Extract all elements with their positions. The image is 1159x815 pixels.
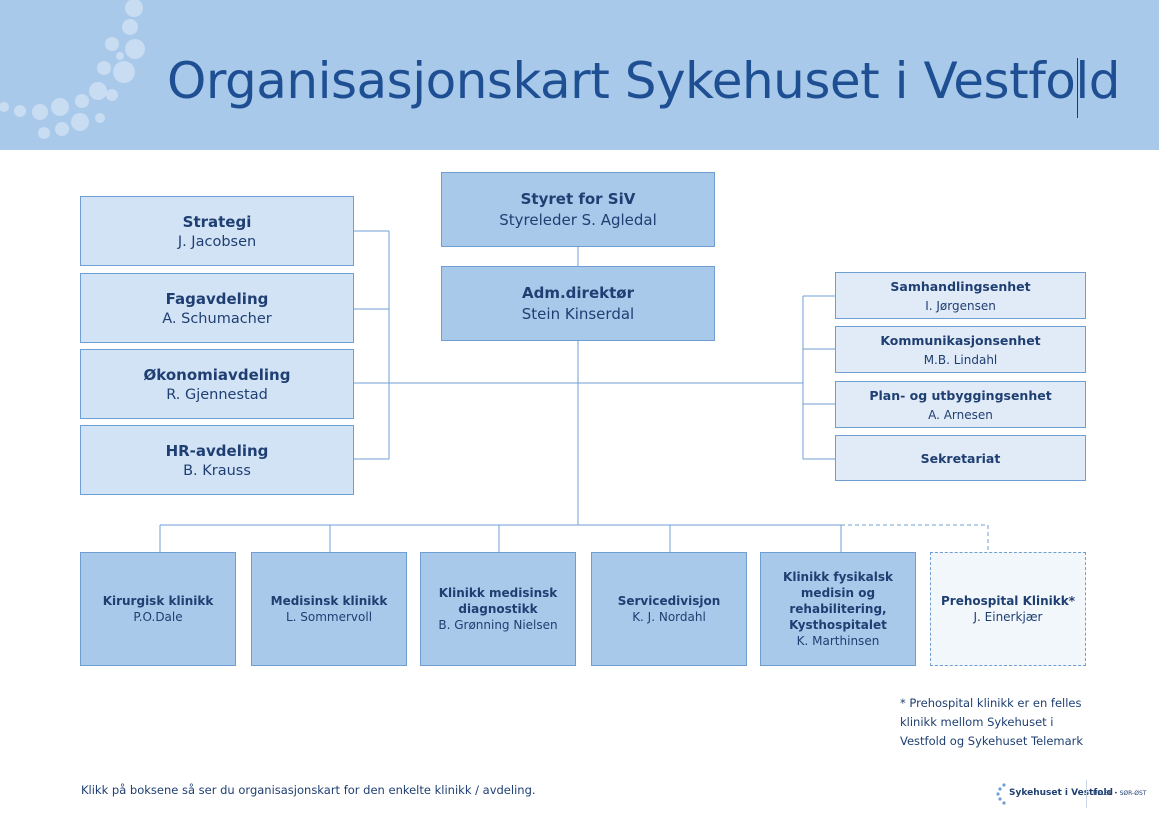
- logo-text: Sykehuset i Vestfold: [1009, 788, 1113, 798]
- staff-box-fagavdeling[interactable]: Fagavdeling A. Schumacher: [80, 273, 354, 343]
- logo: Sykehuset i Vestfold HELSE • SØR-ØST: [995, 780, 1147, 808]
- clinic-title: Medisinsk klinikk: [270, 594, 388, 608]
- board-title: Styret for SiV: [520, 190, 636, 208]
- director-box[interactable]: Adm.direktør Stein Kinserdal: [441, 266, 715, 341]
- staff-name: I. Jørgensen: [925, 298, 996, 313]
- clinic-title: Klinikk fysikalsk medisin og rehabiliter…: [783, 570, 893, 632]
- footnote: * Prehospital klinikk er en felles klini…: [900, 696, 1084, 748]
- staff-name: J. Jacobsen: [177, 233, 257, 250]
- staff-box-okonomiavdeling[interactable]: Økonomiavdeling R. Gjennestad: [80, 349, 354, 419]
- staff-name: M.B. Lindahl: [923, 352, 998, 367]
- clinic-box-prehospital[interactable]: Prehospital Klinikk* J. Einerkjær: [930, 552, 1086, 666]
- staff-title: HR-avdeling: [165, 441, 269, 460]
- staff-title: Samhandlingsenhet: [890, 278, 1031, 294]
- page-title: Organisasjonskart Sykehuset i Vestfold: [167, 52, 1121, 110]
- clinic-title: Servicedivisjon: [617, 594, 721, 608]
- staff-box-kommunikasjonsenhet[interactable]: Kommunikasjonsenhet M.B. Lindahl: [835, 326, 1086, 373]
- staff-title: Fagavdeling: [165, 289, 269, 308]
- staff-box-plan-og-utbyggingsenhet[interactable]: Plan- og utbyggingsenhet A. Arnesen: [835, 381, 1086, 428]
- clinic-leader: B. Grønning Nielsen: [438, 618, 558, 632]
- decorative-dots-icon: [0, 0, 145, 139]
- board-box[interactable]: Styret for SiV Styreleder S. Agledal: [441, 172, 715, 247]
- director-title: Adm.direktør: [522, 284, 634, 302]
- clinic-leader: K. J. Nordahl: [632, 610, 706, 624]
- clinic-box-medisinsk[interactable]: Medisinsk klinikk L. Sommervoll: [251, 552, 407, 666]
- staff-title: Plan- og utbyggingsenhet: [869, 387, 1052, 403]
- staff-title: Sekretariat: [920, 450, 1001, 466]
- text-cursor: [1077, 58, 1078, 118]
- staff-box-hr-avdeling[interactable]: HR-avdeling B. Krauss: [80, 425, 354, 495]
- staff-title: Kommunikasjonsenhet: [880, 332, 1041, 348]
- clinic-title: Prehospital Klinikk*: [940, 594, 1076, 608]
- logo-region: HELSE • SØR-ØST: [1093, 790, 1147, 797]
- staff-name: B. Krauss: [183, 462, 251, 479]
- director-name: Stein Kinserdal: [521, 305, 635, 323]
- clinic-box-kirurgisk[interactable]: Kirurgisk klinikk P.O.Dale: [80, 552, 236, 666]
- staff-name: A. Schumacher: [162, 310, 272, 327]
- clinic-box-medisinsk-diagnostikk[interactable]: Klinikk medisinsk diagnostikk B. Grønnin…: [420, 552, 576, 666]
- staff-title: Økonomiavdeling: [143, 365, 291, 384]
- footer-instruction: Klikk på boksene så ser du organisasjons…: [81, 783, 536, 797]
- clinic-box-servicedivisjon[interactable]: Servicedivisjon K. J. Nordahl: [591, 552, 747, 666]
- logo-dots-icon: [996, 783, 1006, 805]
- clinic-title: Kirurgisk klinikk: [102, 594, 214, 608]
- clinic-leader: K. Marthinsen: [796, 634, 880, 648]
- header-banner: Organisasjonskart Sykehuset i Vestfold: [0, 0, 1159, 150]
- staff-title: Strategi: [182, 212, 252, 231]
- clinic-leader: P.O.Dale: [133, 610, 183, 624]
- clinic-leader: J. Einerkjær: [973, 610, 1043, 624]
- staff-name: A. Arnesen: [928, 407, 993, 422]
- clinic-leader: L. Sommervoll: [285, 610, 373, 624]
- staff-name: R. Gjennestad: [166, 386, 268, 403]
- staff-box-samhandlingsenhet[interactable]: Samhandlingsenhet I. Jørgensen: [835, 272, 1086, 319]
- clinic-box-fysikalsk-medisin[interactable]: Klinikk fysikalsk medisin og rehabiliter…: [760, 552, 916, 666]
- staff-box-sekretariat[interactable]: Sekretariat: [835, 435, 1086, 481]
- logo-separator: [1086, 780, 1087, 808]
- clinic-title: Klinikk medisinsk diagnostikk: [438, 586, 558, 616]
- staff-box-strategi[interactable]: Strategi J. Jacobsen: [80, 196, 354, 266]
- board-chair: Styreleder S. Agledal: [499, 211, 657, 229]
